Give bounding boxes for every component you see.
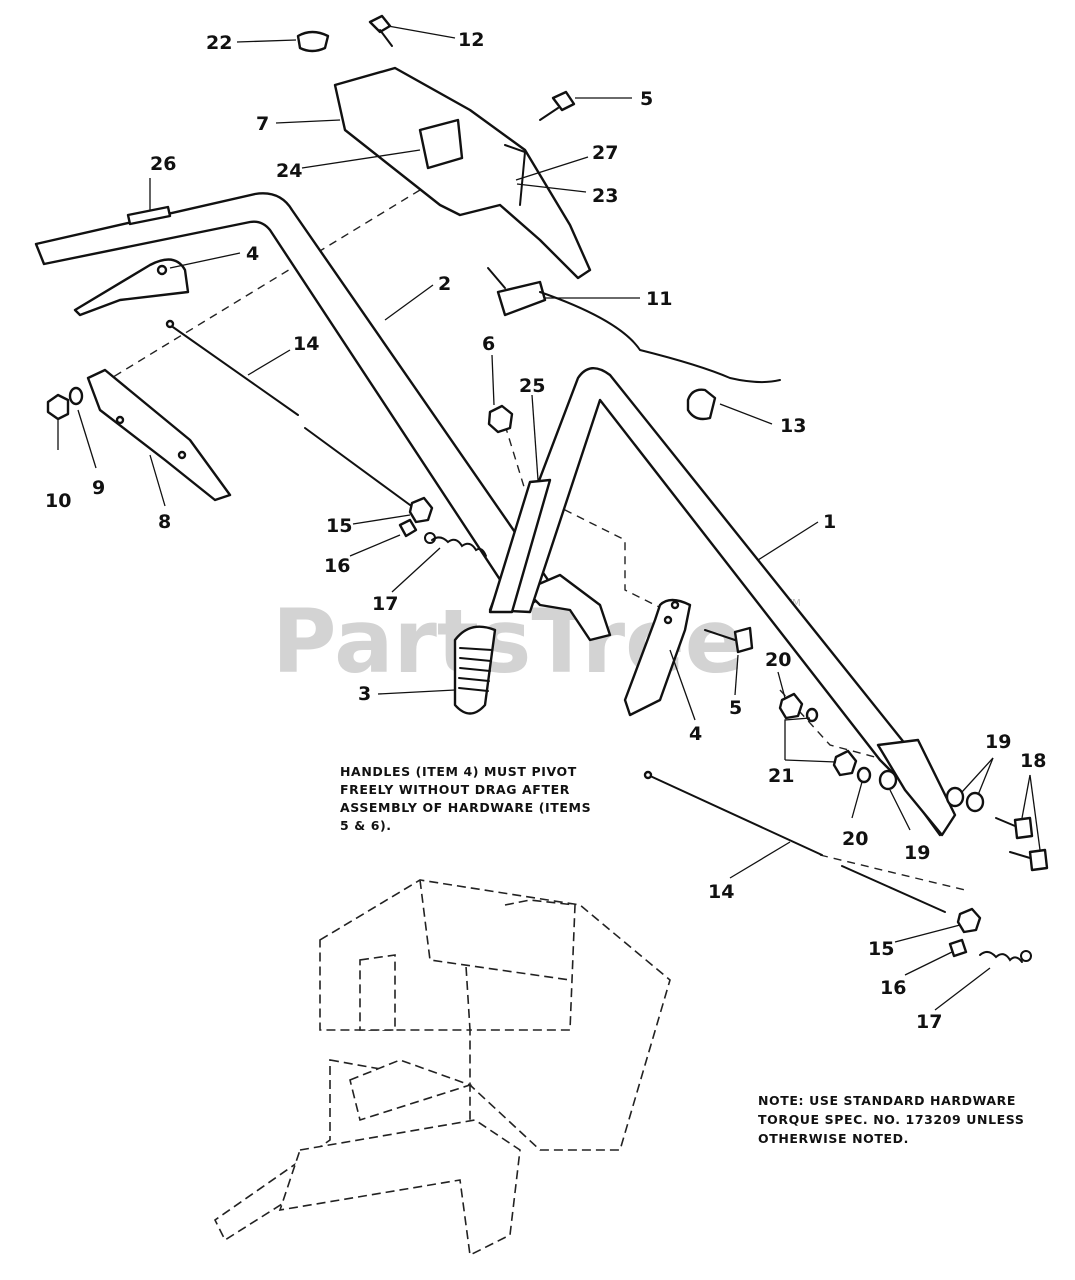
callout-8: 8 bbox=[158, 511, 171, 533]
handles-note-line-2: FREELY WITHOUT DRAG AFTER bbox=[340, 782, 570, 797]
callout-4-upper: 4 bbox=[246, 243, 259, 265]
torque-note-line-3: OTHERWISE NOTED. bbox=[758, 1131, 909, 1146]
callout-9: 9 bbox=[92, 477, 105, 499]
callout-4-lower: 4 bbox=[689, 723, 702, 745]
control-rod-upper bbox=[165, 319, 411, 506]
cable-clamp bbox=[686, 388, 717, 421]
torque-note-line-2: TORQUE SPEC. NO. 173209 UNLESS bbox=[758, 1112, 1024, 1127]
callout-20-lower: 20 bbox=[842, 828, 868, 850]
callout-6: 6 bbox=[482, 333, 495, 355]
frame-housing bbox=[213, 879, 671, 1257]
handles-note-line-1: HANDLES (ITEM 4) MUST PIVOT bbox=[340, 764, 577, 779]
handles-note-line-4: 5 & 6). bbox=[340, 818, 392, 833]
callout-22: 22 bbox=[206, 32, 232, 54]
callout-24: 24 bbox=[276, 160, 302, 182]
callout-5-upper: 5 bbox=[640, 88, 653, 110]
control-rod-lower bbox=[643, 770, 946, 913]
callout-26: 26 bbox=[150, 153, 176, 175]
callout-21: 21 bbox=[768, 765, 794, 787]
callout-5-lower: 5 bbox=[729, 697, 742, 719]
handles-note-line-3: ASSEMBLY OF HARDWARE (ITEMS bbox=[340, 800, 591, 815]
hardware bbox=[46, 14, 1049, 963]
control-shroud bbox=[333, 66, 592, 280]
handles-note: HANDLES (ITEM 4) MUST PIVOT FREELY WITHO… bbox=[340, 764, 591, 833]
callout-25: 25 bbox=[519, 375, 545, 397]
tube-grip bbox=[488, 478, 552, 614]
right-handle-tube bbox=[488, 367, 957, 837]
callout-12: 12 bbox=[458, 29, 484, 51]
callout-13: 13 bbox=[780, 415, 806, 437]
callout-15-upper: 15 bbox=[326, 515, 352, 537]
callout-23: 23 bbox=[592, 185, 618, 207]
handle-lower bbox=[623, 598, 692, 717]
callout-14-upper: 14 bbox=[293, 333, 319, 355]
callout-14-lower: 14 bbox=[708, 881, 734, 903]
callout-3: 3 bbox=[358, 683, 371, 705]
handle-upper bbox=[73, 258, 190, 317]
callout-19-upper: 19 bbox=[985, 731, 1011, 753]
leader-lines bbox=[57, 25, 1041, 1011]
callout-11: 11 bbox=[646, 288, 672, 310]
callout-15-lower: 15 bbox=[868, 938, 894, 960]
callout-16-upper: 16 bbox=[324, 555, 350, 577]
grip-3 bbox=[453, 625, 497, 715]
callout-18: 18 bbox=[1020, 750, 1046, 772]
callout-17-upper: 17 bbox=[372, 593, 398, 615]
throttle-cable bbox=[487, 267, 781, 384]
callout-7: 7 bbox=[256, 113, 269, 135]
callout-1: 1 bbox=[823, 511, 836, 533]
torque-note-line-1: NOTE: USE STANDARD HARDWARE bbox=[758, 1093, 1016, 1108]
callout-17-lower: 17 bbox=[916, 1011, 942, 1033]
callout-19-lower: 19 bbox=[904, 842, 930, 864]
handle-bracket bbox=[86, 368, 232, 502]
torque-note: NOTE: USE STANDARD HARDWARE TORQUE SPEC.… bbox=[758, 1093, 1024, 1146]
callout-10: 10 bbox=[45, 490, 71, 512]
callout-20-upper: 20 bbox=[765, 649, 791, 671]
callout-2: 2 bbox=[438, 273, 451, 295]
callout-27: 27 bbox=[592, 142, 618, 164]
callout-16-lower: 16 bbox=[880, 977, 906, 999]
callouts: 1 2 3 4 4 5 5 6 7 8 9 10 11 12 13 14 14 … bbox=[45, 29, 1046, 1033]
